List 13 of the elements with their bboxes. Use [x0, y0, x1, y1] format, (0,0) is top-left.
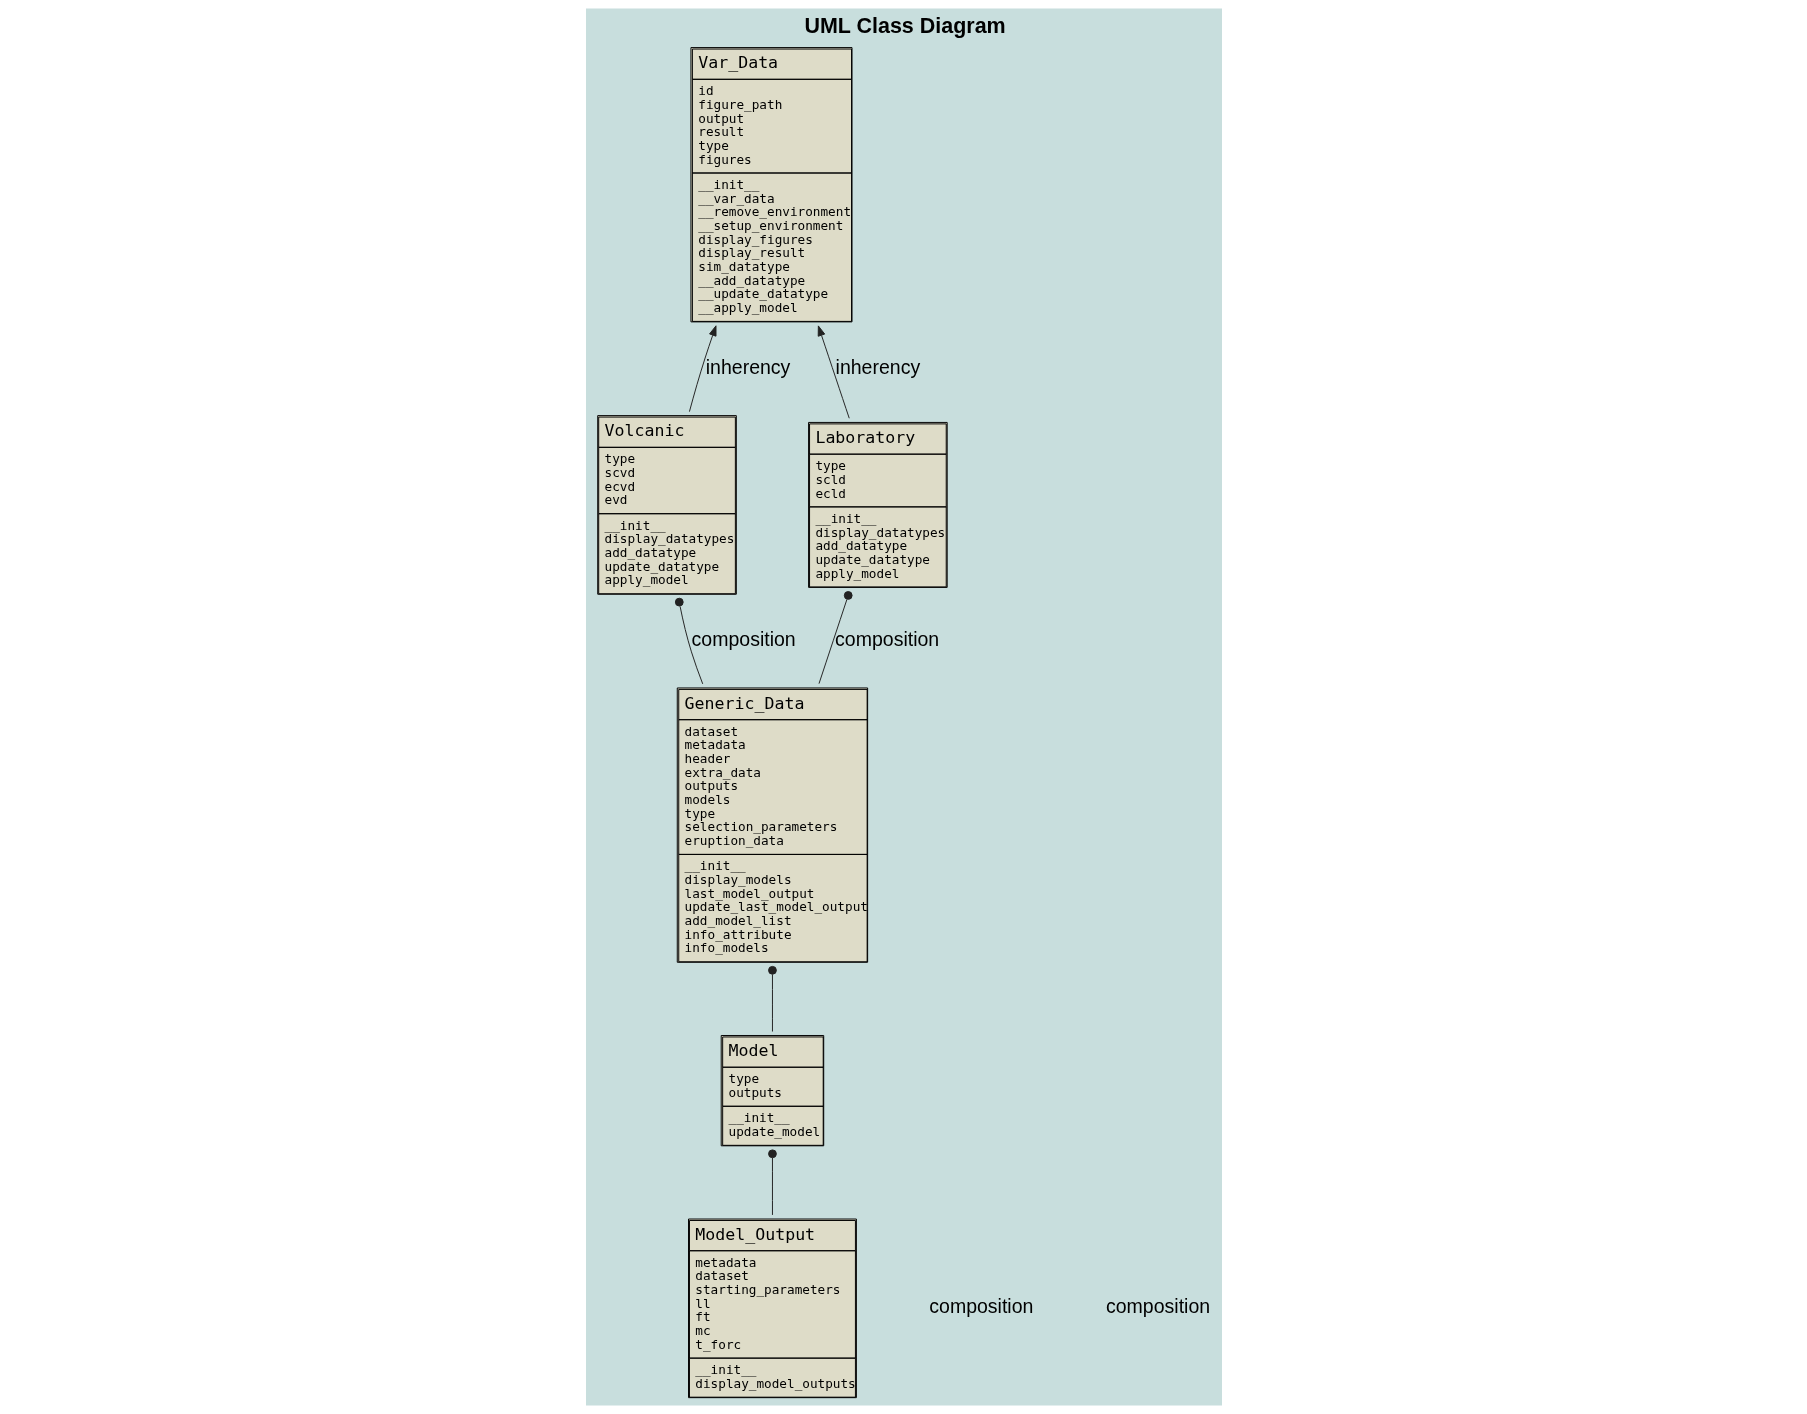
connector [767, 965, 777, 1032]
connector [674, 597, 703, 685]
edge-label: composition [691, 627, 796, 650]
diagram-title: UML Class Diagram [803, 13, 1006, 38]
label: composition [1105, 1295, 1210, 1318]
edge-label: composition [834, 627, 939, 650]
connector [818, 591, 853, 685]
label: composition [928, 1295, 1033, 1318]
arrow [688, 325, 716, 413]
arrow [817, 325, 850, 419]
connector [767, 1149, 777, 1216]
edge-label: inherency [835, 355, 920, 378]
edge-label: inherency [705, 355, 790, 378]
